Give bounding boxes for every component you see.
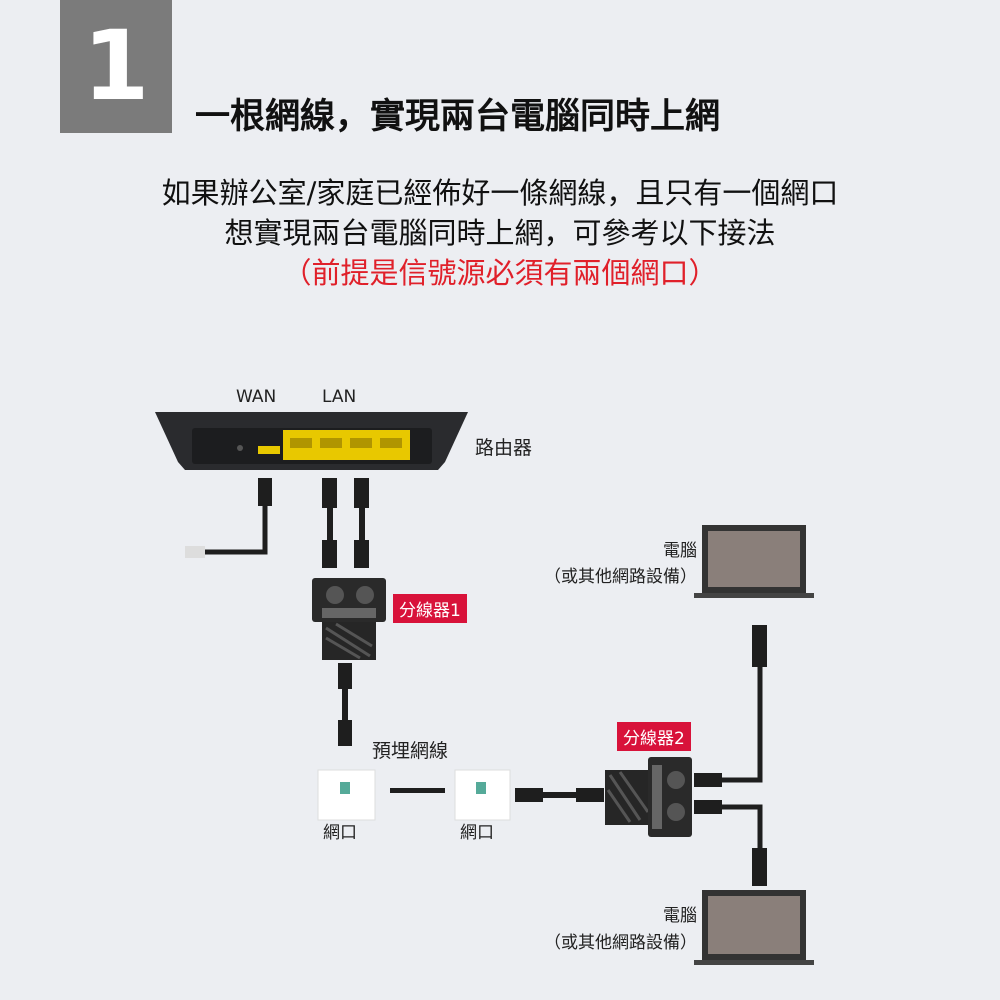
page-title: 一根網線，實現兩台電腦同時上網 bbox=[195, 97, 721, 137]
wan-cable bbox=[185, 478, 272, 558]
splitter-2-icon bbox=[605, 757, 692, 837]
wall-port-2-icon bbox=[454, 769, 511, 821]
lan-label: LAN bbox=[322, 387, 357, 407]
wall-port-1-icon bbox=[317, 769, 376, 821]
description-line-1: 如果辦公室/家庭已經佈好一條網線，且只有一個網口 bbox=[161, 176, 839, 210]
wan-label: WAN bbox=[236, 387, 277, 407]
splitter-1-tag: 分線器1 bbox=[393, 594, 467, 623]
splitter-1-icon bbox=[312, 578, 386, 660]
splitter-2-tag: 分線器2 bbox=[617, 722, 691, 751]
buried-cable bbox=[338, 663, 445, 793]
computer-2-note: （或其他網路設備） bbox=[544, 933, 697, 953]
step-number-badge: 1 bbox=[60, 0, 172, 133]
laptop-2-icon bbox=[694, 890, 814, 965]
computer-1-note: （或其他網路設備） bbox=[544, 567, 697, 587]
description-note: （前提是信號源必須有兩個網口） bbox=[282, 256, 718, 290]
computer-2-label: 電腦 bbox=[663, 906, 697, 926]
laptop-1-icon bbox=[694, 525, 814, 598]
lan-cables bbox=[322, 478, 369, 568]
computer-cables bbox=[694, 625, 767, 886]
cable-to-splitter-2 bbox=[515, 788, 604, 802]
computer-1-label: 電腦 bbox=[663, 541, 697, 561]
router-icon bbox=[155, 412, 468, 470]
wall-port-2-label: 網口 bbox=[460, 823, 494, 843]
wall-port-1-label: 網口 bbox=[323, 823, 357, 843]
router-label: 路由器 bbox=[475, 437, 533, 459]
buried-cable-label: 預埋網線 bbox=[372, 740, 449, 762]
description-line-2: 想實現兩台電腦同時上網，可參考以下接法 bbox=[224, 216, 776, 250]
